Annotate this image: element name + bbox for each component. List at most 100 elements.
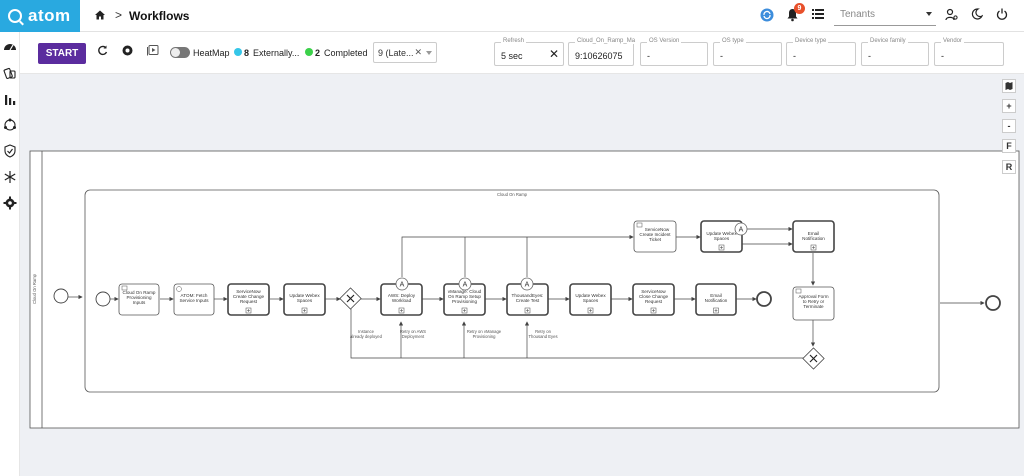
sync-status-icon[interactable] bbox=[760, 8, 774, 22]
subprocess-end-event[interactable] bbox=[756, 291, 772, 307]
power-icon[interactable] bbox=[996, 8, 1008, 20]
os-type-field[interactable]: OS type - bbox=[713, 38, 782, 66]
atom-logo-icon bbox=[8, 9, 22, 23]
cloud-on-ramp-field[interactable]: Cloud_On_Ramp_Ma 9:10626075 bbox=[568, 38, 638, 66]
externally-status-dot bbox=[234, 48, 242, 56]
stop-icon[interactable] bbox=[122, 45, 133, 56]
svg-text:A: A bbox=[463, 282, 468, 289]
boundary-error-event[interactable]: A bbox=[734, 222, 748, 236]
start-button[interactable]: START bbox=[38, 43, 86, 64]
workflow-toolbar: START HeatMap 8 Externally... 2 Complete… bbox=[20, 32, 1024, 74]
refresh-field-value: 5 sec bbox=[501, 51, 523, 61]
subprocess-label: Cloud On Ramp bbox=[497, 192, 528, 197]
playback-icon[interactable] bbox=[147, 45, 159, 56]
home-icon[interactable] bbox=[94, 9, 106, 21]
version-select[interactable]: 9 (Late... ✕ bbox=[373, 42, 437, 63]
tenant-select[interactable]: Tenants bbox=[834, 4, 936, 26]
shield-icon[interactable] bbox=[3, 144, 17, 158]
side-nav bbox=[0, 32, 20, 476]
dark-mode-icon[interactable] bbox=[971, 8, 983, 20]
subprocess-start-event[interactable] bbox=[95, 291, 111, 307]
boundary-error-event[interactable]: A bbox=[520, 277, 534, 291]
vendor-field[interactable]: Vendor - bbox=[934, 38, 1004, 66]
bar-chart-icon[interactable] bbox=[3, 92, 17, 106]
workflow-canvas[interactable]: Cloud On Ramp Cloud On Ramp bbox=[20, 74, 1024, 476]
workflow-icon[interactable] bbox=[3, 118, 17, 132]
refresh-field-label: Refresh bbox=[501, 38, 527, 44]
refresh-interval-field[interactable]: Refresh 5 sec ✕ bbox=[494, 38, 564, 66]
heatmap-toggle[interactable] bbox=[170, 47, 190, 58]
os-version-field-value: - bbox=[647, 51, 650, 61]
reset-view-button[interactable]: R bbox=[1002, 160, 1016, 174]
completed-label: Completed bbox=[324, 48, 368, 58]
device-type-field-label: Device type bbox=[793, 38, 829, 44]
zoom-in-button[interactable]: + bbox=[1002, 99, 1016, 113]
breadcrumb-separator: > bbox=[115, 8, 123, 22]
fit-view-button[interactable]: F bbox=[1002, 139, 1016, 153]
vendor-field-value: - bbox=[941, 51, 944, 61]
os-version-field[interactable]: OS Version - bbox=[640, 38, 708, 66]
boundary-error-event[interactable]: A bbox=[395, 277, 409, 291]
boundary-error-event[interactable]: A bbox=[458, 277, 472, 291]
svg-text:A: A bbox=[400, 282, 405, 289]
exclusive-gateway[interactable] bbox=[339, 287, 362, 310]
device-family-field[interactable]: Device family - bbox=[861, 38, 929, 66]
list-icon[interactable] bbox=[812, 8, 824, 20]
caret-down-icon bbox=[926, 12, 932, 16]
device-type-field-value: - bbox=[793, 51, 796, 61]
sequence-flows bbox=[68, 226, 985, 359]
gear-icon[interactable] bbox=[3, 196, 17, 210]
bpmn-diagram: Cloud On Ramp Cloud On Ramp bbox=[29, 150, 1020, 429]
externally-count: 8 bbox=[244, 48, 250, 58]
cloud-on-ramp-field-label: Cloud_On_Ramp_Ma bbox=[575, 38, 638, 44]
close-icon[interactable]: ✕ bbox=[548, 47, 559, 61]
pool-start-event[interactable] bbox=[53, 288, 69, 304]
os-version-field-label: OS Version bbox=[647, 38, 682, 44]
refresh-icon[interactable] bbox=[97, 45, 108, 56]
user-settings-icon[interactable] bbox=[945, 8, 958, 21]
map-icon bbox=[1005, 82, 1013, 90]
clear-icon[interactable]: ✕ bbox=[414, 47, 422, 57]
exclusive-gateway[interactable] bbox=[802, 347, 825, 370]
atom-logo[interactable]: atom bbox=[0, 0, 80, 32]
top-bar: atom > Workflows 9 Tenants bbox=[0, 0, 1024, 32]
vendor-field-label: Vendor bbox=[941, 38, 965, 44]
snowflake-icon[interactable] bbox=[3, 170, 17, 184]
minimap-button[interactable] bbox=[1002, 79, 1016, 93]
device-family-field-value: - bbox=[868, 51, 871, 61]
devices-icon[interactable] bbox=[3, 66, 17, 80]
device-type-field[interactable]: Device type - bbox=[786, 38, 856, 66]
pool-end-event[interactable] bbox=[985, 295, 1001, 311]
cloud-on-ramp-field-value: 9:10626075 bbox=[575, 51, 623, 61]
heatmap-label: HeatMap bbox=[193, 48, 230, 58]
os-type-field-value: - bbox=[720, 51, 723, 61]
zoom-out-button[interactable]: - bbox=[1002, 119, 1016, 133]
svg-text:ThousandEyes:Create Test: ThousandEyes:Create Test bbox=[512, 293, 544, 303]
pool-label: Cloud On Ramp bbox=[32, 273, 37, 304]
dashboard-icon[interactable] bbox=[3, 40, 17, 54]
